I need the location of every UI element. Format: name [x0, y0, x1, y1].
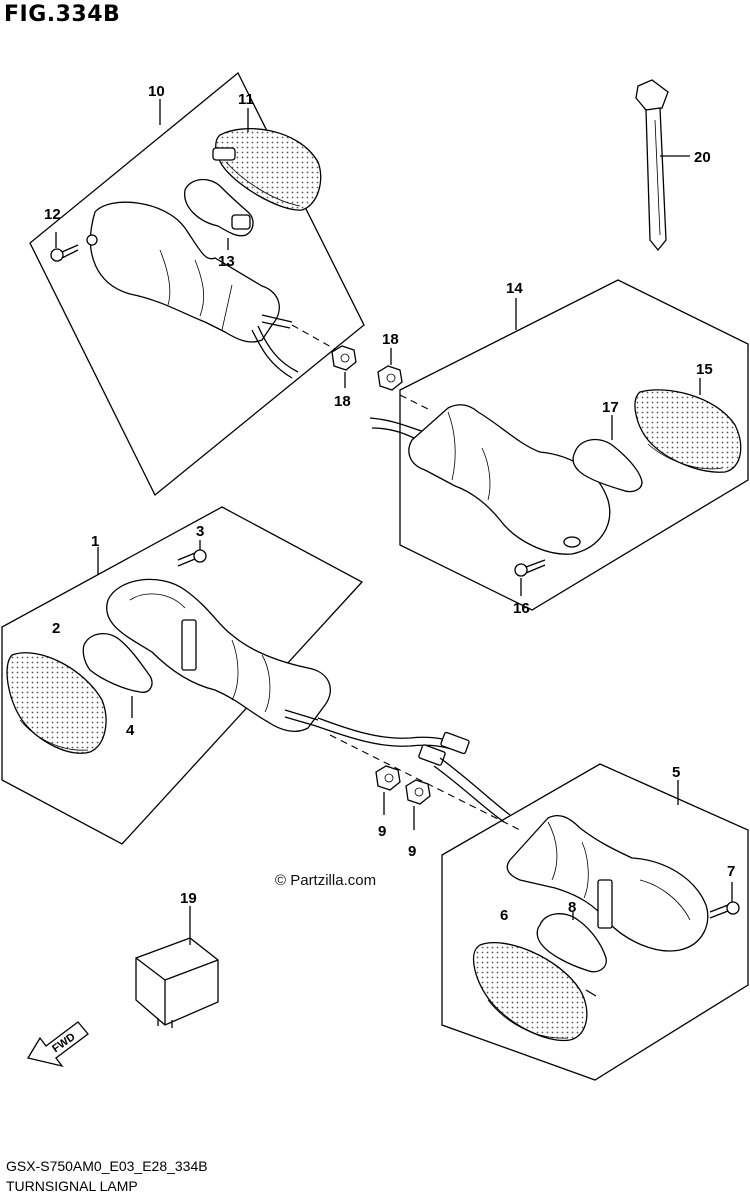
callout-19: 19: [180, 890, 197, 907]
figure-code: GSX-S750AM0_E03_E28_334B: [6, 1158, 208, 1174]
callout-9-left: 9: [378, 823, 386, 840]
callout-18-left: 18: [334, 393, 351, 410]
watermark: © Partzilla.com: [275, 872, 377, 889]
callout-20: 20: [694, 149, 711, 166]
callout-4: 4: [126, 722, 135, 739]
bulb-4: [82, 633, 153, 693]
callout-6: 6: [500, 907, 508, 924]
bulb-17: [572, 438, 643, 493]
callout-5: 5: [672, 764, 680, 781]
turn-signal-housing-rear-left: [89, 201, 280, 343]
bulb-8: [536, 913, 607, 973]
callout-16: 16: [513, 600, 530, 617]
callout-15: 15: [696, 361, 713, 378]
figure-name: TURNSIGNAL LAMP: [6, 1178, 138, 1194]
nut-9-right: [405, 779, 431, 830]
callout-9-right: 9: [408, 843, 416, 860]
callout-12: 12: [44, 206, 61, 223]
assembly-box-10: [29, 71, 365, 497]
cable-tie-20: [635, 79, 690, 252]
nut-18-left: [331, 345, 357, 388]
lens-15: [634, 389, 742, 473]
assembly-box-5: [441, 763, 749, 1081]
assembly-box-1: [1, 506, 364, 845]
screw-3: [177, 540, 207, 567]
nut-18-right: [377, 348, 403, 391]
relay-19: [135, 906, 219, 1028]
turn-signal-housing-rear-right: [408, 404, 611, 555]
screw-16: [514, 559, 546, 596]
figure-title: FIG.334B: [4, 2, 121, 27]
lens-2: [6, 652, 107, 754]
callout-11: 11: [238, 91, 254, 108]
callout-10: 10: [148, 83, 165, 100]
fwd-arrow-icon: FWD: [26, 1021, 89, 1068]
callout-13: 13: [218, 253, 235, 270]
assembly-box-14: [369, 279, 749, 611]
turn-signal-housing-front-left: [106, 578, 331, 732]
callout-3: 3: [196, 523, 204, 540]
callout-17: 17: [602, 399, 619, 416]
lens-6: [472, 941, 588, 1042]
screw-7: [709, 882, 740, 919]
nut-9-left: [375, 765, 401, 815]
callout-1: 1: [91, 533, 99, 550]
callout-7: 7: [727, 863, 735, 880]
callout-14: 14: [506, 280, 523, 297]
callout-2: 2: [52, 620, 60, 637]
callout-8: 8: [568, 899, 576, 916]
screw-12: [50, 232, 79, 262]
callout-18-right: 18: [382, 331, 399, 348]
